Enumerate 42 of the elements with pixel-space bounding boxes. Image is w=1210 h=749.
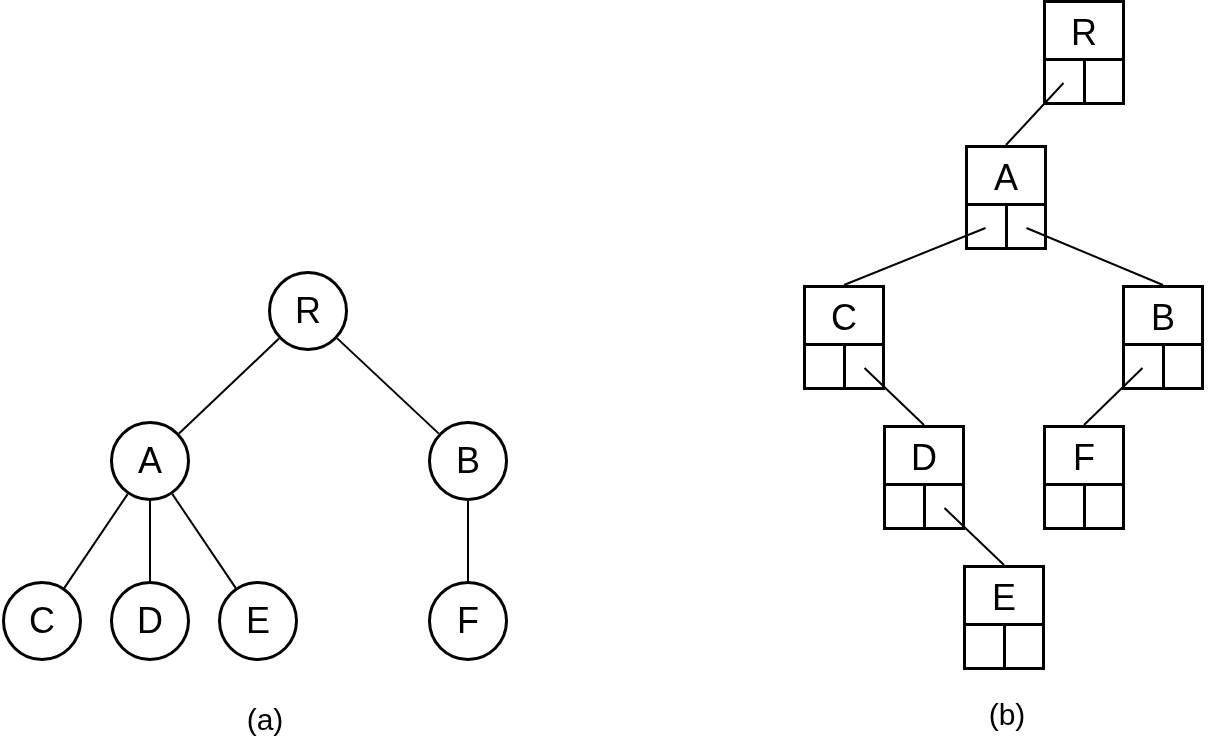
node-label: F <box>1073 440 1095 476</box>
record-box <box>1122 285 1204 390</box>
node-label: E <box>992 580 1016 616</box>
connector-line <box>467 500 469 582</box>
connector-line <box>178 337 280 435</box>
node-label: C <box>831 300 857 336</box>
node-label: R <box>1071 15 1097 51</box>
connector-line <box>943 507 1005 566</box>
connector-line <box>1025 227 1164 286</box>
connector-line <box>336 337 440 435</box>
node-label: A <box>994 160 1018 196</box>
record-box <box>1043 0 1125 105</box>
node-label: D <box>911 440 937 476</box>
node-label: C <box>29 603 55 639</box>
connector-line <box>1005 82 1065 146</box>
connector-line <box>843 227 987 286</box>
record-box <box>883 425 965 530</box>
record-box <box>803 285 885 390</box>
connector-line <box>1083 367 1144 426</box>
tree-node-circle <box>268 271 348 351</box>
tree-node-circle <box>2 581 82 661</box>
record-box <box>963 565 1045 670</box>
tree-node-circle <box>428 421 508 501</box>
node-label: B <box>456 443 480 479</box>
tree-node-circle <box>110 581 190 661</box>
node-label: E <box>246 603 270 639</box>
node-label: F <box>457 603 479 639</box>
connector-line <box>63 493 129 589</box>
node-label: D <box>137 603 163 639</box>
caption: (b) <box>988 698 1026 732</box>
connector-line <box>171 493 237 589</box>
connector-line <box>149 500 151 582</box>
connector-line <box>863 367 925 426</box>
record-box <box>1043 425 1125 530</box>
node-label: R <box>295 293 321 329</box>
tree-node-circle <box>428 581 508 661</box>
caption: (a) <box>246 703 284 737</box>
node-label: B <box>1151 300 1175 336</box>
record-box <box>965 145 1047 250</box>
tree-node-circle <box>110 421 190 501</box>
tree-node-circle <box>218 581 298 661</box>
node-label: A <box>138 443 162 479</box>
